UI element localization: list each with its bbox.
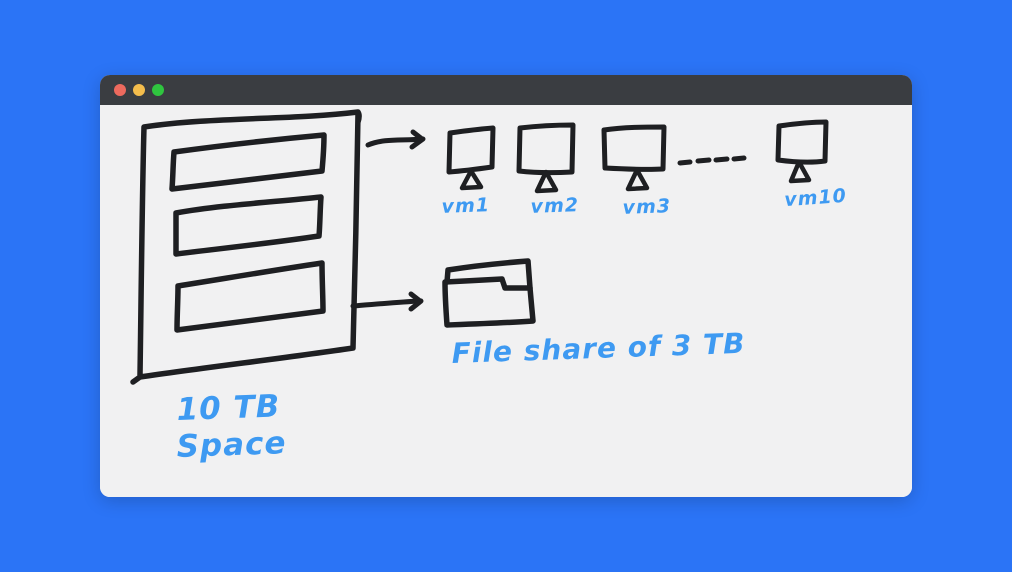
whiteboard-canvas[interactable]: vm1 vm2 vm3 vm10 File share of 3 TB 10 T [100, 105, 912, 497]
vm3-label: vm3 [622, 195, 671, 219]
ellipsis-dashes [677, 155, 747, 166]
app-window: vm1 vm2 vm3 vm10 File share of 3 TB 10 T [100, 75, 912, 497]
window-titlebar [100, 75, 912, 105]
disk-bar [169, 132, 327, 192]
diagram-sketch: vm1 vm2 vm3 vm10 File share of 3 TB 10 T [130, 109, 848, 465]
monitor-stand [459, 168, 484, 191]
monitor-stand [625, 167, 650, 192]
disk-bar [173, 194, 324, 257]
storage-box [130, 109, 362, 385]
vm-monitor-3 [601, 124, 667, 192]
vm2-label: vm2 [530, 194, 579, 218]
vm1-label: vm1 [441, 194, 490, 218]
close-button[interactable] [114, 84, 126, 96]
arrow-to-file-share [350, 291, 424, 312]
monitor-stand [534, 169, 559, 194]
disk-bar [174, 260, 326, 333]
monitor-stand [788, 159, 812, 184]
storage-label-line2: Space [176, 425, 287, 465]
arrow-to-vms [365, 129, 426, 150]
vm-monitor-10 [775, 119, 829, 184]
vm-monitor-1 [446, 125, 496, 191]
file-share-label: File share of 3 TB [451, 327, 746, 370]
storage-label-line1: 10 TB [176, 388, 281, 428]
vm-monitor-2 [516, 122, 576, 194]
vm10-label: vm10 [784, 185, 848, 211]
maximize-button[interactable] [152, 84, 164, 96]
file-share-folder-icon [442, 258, 536, 328]
minimize-button[interactable] [133, 84, 145, 96]
